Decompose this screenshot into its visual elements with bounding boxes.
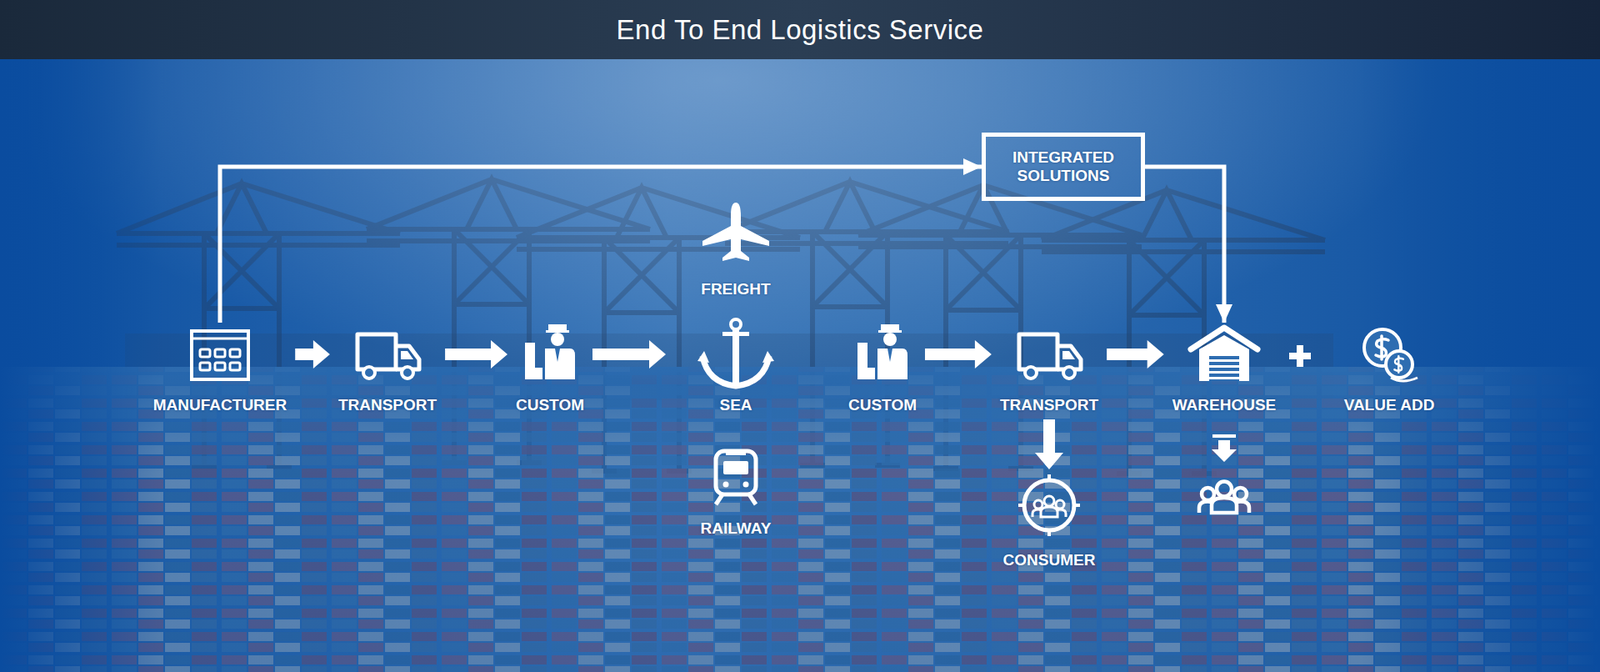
node-label: MANUFACTURER (148, 395, 292, 415)
flow-line (220, 166, 982, 323)
flow-arrow (592, 340, 666, 369)
node-label: VALUE ADD (1339, 395, 1440, 415)
coins-icon (1385, 350, 1413, 378)
down-arrow (1211, 434, 1237, 462)
people-icon (1199, 481, 1250, 514)
factory-icon (200, 362, 210, 370)
customs-officer-icon (857, 324, 908, 380)
icon-node: MANUFACTURER (148, 322, 292, 416)
flow-arrow (445, 340, 508, 369)
title-bar: End To End Logistics Service (0, 0, 1600, 60)
anchor-icon (762, 350, 775, 363)
truck-icon (1019, 334, 1081, 379)
plus-sign (1289, 345, 1311, 367)
train-icon (723, 481, 730, 488)
coins-icon (1364, 329, 1418, 381)
factory-icon (230, 362, 240, 370)
consumer-target-icon (1024, 480, 1075, 530)
anchor-icon (732, 329, 740, 385)
icon-node: CUSTOM (510, 322, 590, 416)
factory-icon (191, 337, 249, 340)
factory-icon (191, 330, 249, 380)
icon-node: VALUE ADD (1339, 322, 1440, 416)
anchor-icon (697, 350, 710, 363)
down-arrow (1211, 440, 1237, 462)
solution-box: INTEGRATED SOLUTIONS (981, 132, 1145, 201)
flow-arrow (295, 340, 330, 369)
diagram-title: End To End Logistics Service (0, 0, 1600, 60)
factory-icon (200, 349, 210, 357)
plane-icon (702, 202, 770, 261)
flow-arrow (1035, 419, 1064, 470)
node-label: CUSTOM (843, 395, 922, 415)
anchor-icon (702, 355, 770, 386)
train-icon (715, 450, 756, 495)
node-label: WAREHOUSE (1167, 395, 1282, 415)
warehouse-icon (1209, 365, 1240, 368)
consumer-target-icon (1018, 474, 1080, 536)
icon-node: CUSTOM (843, 322, 922, 416)
customs-officer-icon (525, 324, 575, 380)
icon-node: TRANSPORT (995, 322, 1104, 416)
consumer-target-icon (1032, 495, 1066, 517)
down-arrow (1212, 434, 1236, 438)
icon-node: SEA (669, 322, 803, 416)
node-label: INTEGRATED SOLUTIONS (1012, 148, 1115, 185)
flow-arrow (925, 340, 992, 369)
node-label: RAILWAY (695, 519, 777, 538)
node-label: TRANSPORT (333, 395, 442, 415)
icon-node: TRANSPORT (333, 322, 442, 416)
icon-node: FREIGHT (695, 199, 775, 300)
node-label: SEA (669, 395, 803, 415)
train-icon (743, 481, 750, 488)
node-label: CONSUMER (998, 550, 1101, 570)
factory-icon (215, 349, 225, 357)
train-icon (715, 494, 756, 505)
anchor-icon (697, 319, 775, 386)
warehouse-icon (1209, 376, 1240, 380)
coins-icon (1375, 335, 1389, 360)
coins-icon (1394, 355, 1404, 373)
node-label: FREIGHT (695, 280, 775, 299)
train-icon (725, 450, 746, 455)
plus-sign (1289, 345, 1311, 367)
warehouse-icon (1190, 327, 1258, 381)
factory-icon (191, 330, 249, 380)
node-label: CUSTOM (510, 395, 590, 415)
icon-node: WAREHOUSE (1167, 322, 1282, 416)
train-icon (715, 450, 756, 505)
icon-node: RAILWAY (695, 444, 777, 540)
node-label: TRANSPORT (995, 395, 1104, 415)
warehouse-icon (1209, 370, 1240, 374)
consumer-target-icon (1018, 474, 1080, 536)
flow-arrow (1106, 340, 1165, 369)
icon-node: CONSUMER (998, 472, 1101, 571)
plane-icon (702, 202, 770, 261)
flow-line (1145, 166, 1225, 323)
warehouse-icon (1209, 355, 1240, 381)
truck-icon (357, 334, 420, 379)
warehouse-icon (1199, 335, 1250, 381)
warehouse-icon (1209, 359, 1240, 362)
train-icon (723, 460, 749, 475)
anchor-icon (730, 319, 741, 330)
factory-icon (215, 362, 225, 370)
factory-icon (230, 349, 240, 357)
